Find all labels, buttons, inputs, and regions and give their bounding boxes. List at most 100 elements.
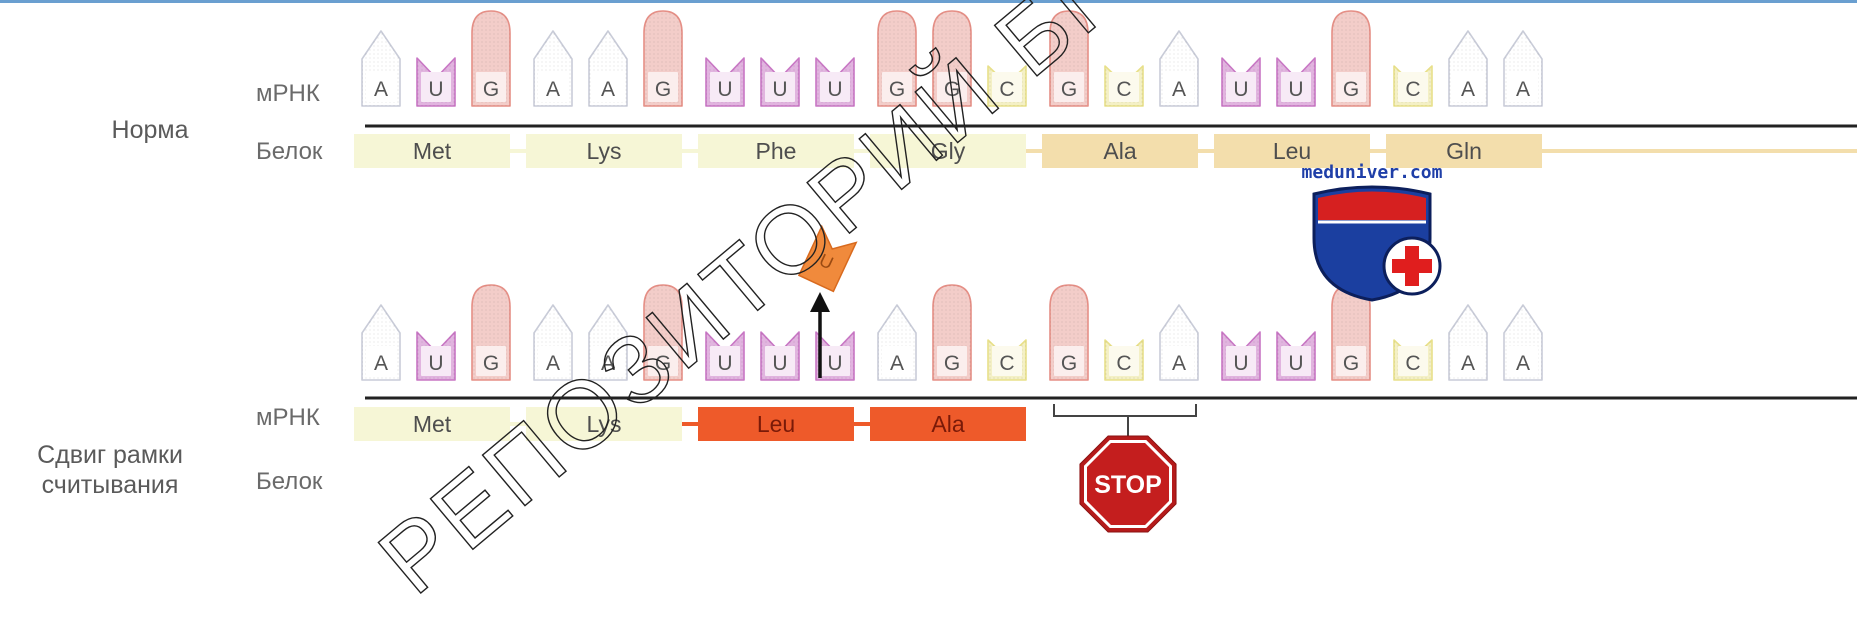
nucleotide: C xyxy=(1104,65,1144,107)
base-letter-box xyxy=(1226,72,1256,102)
base-letter: A xyxy=(374,352,388,375)
nucleotide: G xyxy=(471,284,511,381)
base-letter: G xyxy=(655,78,671,101)
base-letter: U xyxy=(827,78,842,101)
nucleotide: U xyxy=(1276,331,1316,381)
nucleotide: U xyxy=(760,57,800,107)
nucleotide: C xyxy=(1104,339,1144,381)
nucleotide: U xyxy=(416,331,456,381)
amino-acid-label: Gln xyxy=(1446,138,1482,164)
amino-acid-box xyxy=(698,407,854,441)
protein-label-normal: Белок xyxy=(256,138,323,165)
base-letter-box xyxy=(1054,346,1084,376)
nucleotide: U xyxy=(1221,57,1261,107)
base-letter: A xyxy=(374,78,388,101)
base-letter: A xyxy=(601,352,615,375)
insertion-marker: U xyxy=(797,224,858,378)
amino-acid-gln: Gln xyxy=(1386,134,1542,168)
base-letter: U xyxy=(717,78,732,101)
nucleotide: G xyxy=(1049,284,1089,381)
base-letter-box xyxy=(1109,72,1139,102)
base-letter: A xyxy=(1172,78,1186,101)
base-letter-box xyxy=(538,346,568,376)
base-letter-box xyxy=(1226,346,1256,376)
base-letter-box xyxy=(1398,72,1428,102)
base-letter-box xyxy=(992,72,1022,102)
base-letter: G xyxy=(483,352,499,375)
base-letter-box xyxy=(476,72,506,102)
nucleotide: A xyxy=(1503,304,1543,381)
base-letter-box xyxy=(1164,72,1194,102)
stop-sign-inner xyxy=(1084,440,1172,528)
base-letter: G xyxy=(655,352,671,375)
base-letter: U xyxy=(772,352,787,375)
base-letter: G xyxy=(1343,352,1359,375)
amino-acid-label: Met xyxy=(413,411,452,437)
base-letter: A xyxy=(1516,78,1530,101)
logo-text: meduniver.com xyxy=(1302,162,1443,183)
base-letter-box xyxy=(421,346,451,376)
nucleotide: G xyxy=(932,284,972,381)
base-letter: C xyxy=(999,352,1014,375)
nucleotide: C xyxy=(1393,65,1433,107)
base-letter: C xyxy=(1405,78,1420,101)
base-letter: G xyxy=(483,78,499,101)
nucleotide: U xyxy=(416,57,456,107)
base-letter-box xyxy=(937,72,967,102)
amino-acid-box xyxy=(1042,134,1198,168)
base-letter-box xyxy=(1054,72,1084,102)
nucleotide: C xyxy=(987,339,1027,381)
nucleotide: G xyxy=(643,10,683,107)
base-letter-box xyxy=(1508,346,1538,376)
amino-acid-box xyxy=(526,134,682,168)
base-letter: A xyxy=(546,78,560,101)
base-letter-box xyxy=(765,346,795,376)
protein-label-frameshift: Белок xyxy=(256,468,323,495)
amino-acid-met: Met xyxy=(354,407,510,441)
nucleotide: A xyxy=(1448,304,1488,381)
base-letter: G xyxy=(1061,352,1077,375)
base-letter: A xyxy=(1516,352,1530,375)
base-letter: U xyxy=(1233,78,1248,101)
base-letter-box xyxy=(710,346,740,376)
amino-acid-box xyxy=(1386,134,1542,168)
base-letter: U xyxy=(1288,352,1303,375)
base-letter-box xyxy=(1508,72,1538,102)
base-letter-box xyxy=(820,72,850,102)
meduniver-logo: meduniver.com xyxy=(1302,162,1443,302)
row-label-frameshift-line1: Сдвиг рамки xyxy=(37,441,183,469)
row-label-frameshift: Сдвиг рамки считывания xyxy=(10,440,210,500)
codon-bracket xyxy=(1053,404,1197,417)
base-letter: U xyxy=(1233,352,1248,375)
base-letter-box xyxy=(1109,346,1139,376)
base-letter-box xyxy=(765,72,795,102)
inserted-base-shape xyxy=(797,224,858,293)
base-letter: G xyxy=(944,78,960,101)
mrna-label-normal: мРНК xyxy=(256,80,320,107)
base-letter-box xyxy=(366,346,396,376)
nucleotide: A xyxy=(1448,30,1488,107)
base-letter: A xyxy=(546,352,560,375)
base-letter: C xyxy=(1116,352,1131,375)
base-letter-box xyxy=(710,72,740,102)
nucleotide: U xyxy=(1221,331,1261,381)
base-letter: U xyxy=(428,78,443,101)
arrow-up-icon xyxy=(810,292,830,312)
base-letter: G xyxy=(1343,78,1359,101)
base-letter: G xyxy=(889,78,905,101)
nucleotide: C xyxy=(987,65,1027,107)
nucleotide: A xyxy=(1159,30,1199,107)
nucleotide: A xyxy=(588,304,628,381)
base-letter-box xyxy=(366,72,396,102)
nucleotide: G xyxy=(471,10,511,107)
nucleotide: G xyxy=(1049,10,1089,107)
base-letter: A xyxy=(1172,352,1186,375)
nucleotide: G xyxy=(877,10,917,107)
base-letter: G xyxy=(944,352,960,375)
base-letter-box xyxy=(421,72,451,102)
inserted-base: U xyxy=(797,224,858,293)
amino-acid-box xyxy=(870,134,1026,168)
